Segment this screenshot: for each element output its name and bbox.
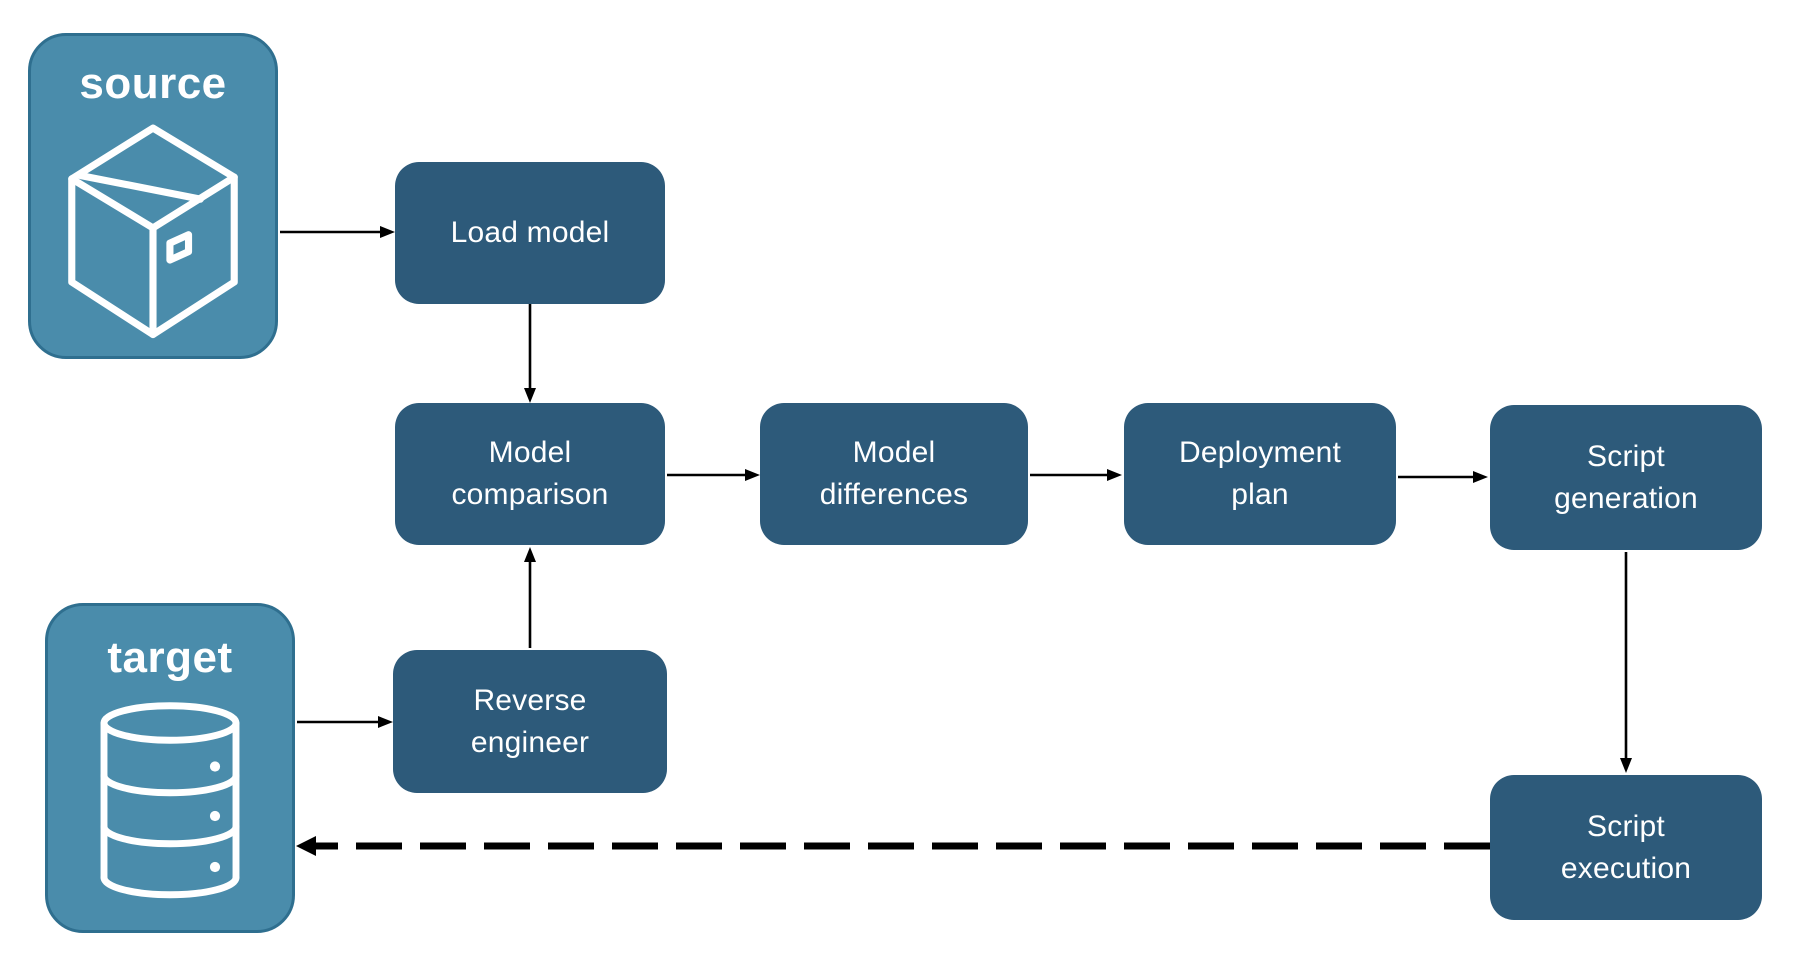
node-load-model: Load model [395, 162, 665, 304]
source-label: source [79, 59, 227, 108]
node-model-comparison: Model comparison [395, 403, 665, 545]
source-container: source [28, 33, 278, 359]
node-reverse-engineer: Reverse engineer [393, 650, 667, 793]
target-container: target [45, 603, 295, 933]
package-icon-shape [68, 124, 238, 338]
node-script-execution: Script execution [1490, 775, 1762, 920]
package-icon [68, 124, 238, 338]
node-model-differences: Model differences [760, 403, 1028, 545]
target-label: target [107, 633, 233, 682]
node-deployment-plan: Deployment plan [1124, 403, 1396, 545]
database-icon [100, 702, 240, 898]
node-script-generation: Script generation [1490, 405, 1762, 550]
database-icon-shape [100, 702, 240, 898]
